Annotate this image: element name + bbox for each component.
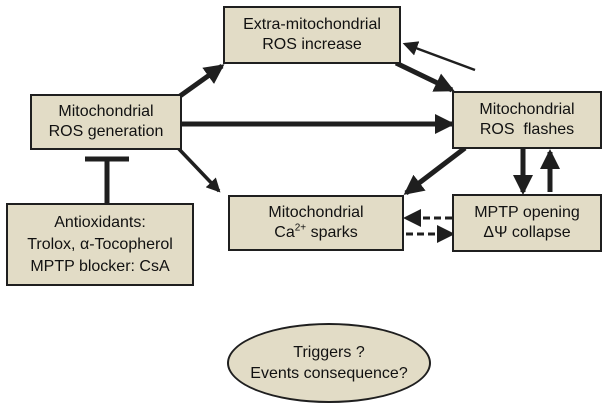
sparks-suffix: sparks (306, 224, 358, 241)
triggers-line1: Triggers ? (293, 344, 365, 361)
triggers-ellipse: Triggers ? Events consequence? (227, 323, 431, 403)
mito-gen-line1: Mitochondrial (58, 103, 154, 120)
sparks-line1: Mitochondrial (268, 204, 364, 221)
antioxidants-line1: Antioxidants: (54, 213, 146, 231)
flashes-line2: ROS flashes (479, 121, 575, 138)
antioxidants-line2: Trolox, α-Tocopherol (27, 235, 173, 253)
mito-gen-line2: ROS generation (48, 123, 164, 140)
arrow-flashes-to-extra (402, 41, 476, 72)
arrow-extra-to-flashes (394, 60, 455, 93)
mito-ca-sparks-box: Mitochondrial Ca2+ sparks (228, 195, 404, 251)
arrow-gen-to-extra (178, 63, 225, 99)
arrow-gen-to-sparks (176, 146, 221, 193)
antioxidants-box: Antioxidants: Trolox, α-Tocopherol MPTP … (6, 203, 194, 286)
extra-mito-line1: Extra-mitochondrial (243, 16, 381, 33)
extra-mito-ros-box: Extra-mitochondrial ROS increase (223, 6, 401, 64)
flashes-line1: Mitochondrial (479, 101, 575, 118)
sparks-line2: Ca2+ sparks (274, 223, 357, 243)
sparks-ca: Ca (274, 224, 295, 241)
triggers-line2: Events consequence? (250, 365, 408, 382)
mito-ros-flashes-box: Mitochondrial ROS flashes (452, 91, 602, 149)
sparks-ca-charge: 2+ (294, 222, 307, 234)
extra-mito-line2: ROS increase (262, 36, 362, 53)
mptp-line1: MPTP opening (474, 204, 580, 221)
mptp-line2: ΔΨ collapse (483, 224, 571, 241)
mptp-opening-box: MPTP opening ΔΨ collapse (452, 194, 602, 252)
arrow-flashes-to-sparks (403, 146, 467, 195)
antioxidants-line3: MPTP blocker: CsA (30, 257, 170, 275)
mito-ros-generation-box: Mitochondrial ROS generation (30, 94, 182, 150)
